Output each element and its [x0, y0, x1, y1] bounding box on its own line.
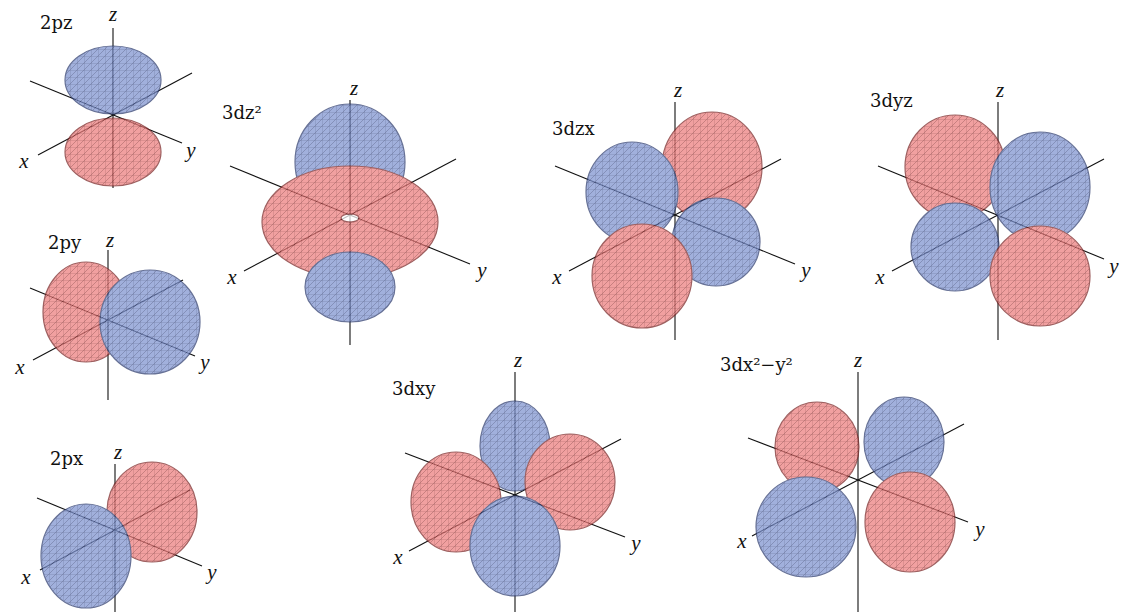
axis-label: y [477, 260, 486, 281]
axis-label: z [350, 78, 358, 99]
axis-label: x [552, 267, 561, 288]
axis-label: z [996, 80, 1004, 101]
axis-label: x [227, 267, 236, 288]
axis-label: y [631, 533, 640, 554]
axis-label: z [106, 230, 114, 251]
orbital-name: 3dxy [392, 380, 435, 398]
orbital-name: 2py [48, 234, 81, 252]
axis-label: x [15, 357, 24, 378]
axis-label: y [207, 562, 216, 583]
axis-label: y [1109, 256, 1118, 277]
axis-label: z [109, 4, 117, 25]
axis-label: z [674, 80, 682, 101]
orbital-name: 2pz [40, 14, 72, 32]
axis-label: y [186, 140, 195, 161]
orbital-name: 3dz² [222, 104, 262, 122]
axis-label: x [21, 567, 30, 588]
axis-label: x [875, 267, 884, 288]
axis-label: x [737, 531, 746, 552]
axis-label: z [514, 350, 522, 371]
axis-label: y [801, 260, 810, 281]
axis-label: z [114, 442, 122, 463]
orbital-name: 3dzx [552, 120, 595, 138]
axis-label: x [393, 547, 402, 568]
orbital-name: 3dyz [870, 92, 913, 110]
orbital-name: 2px [50, 450, 83, 468]
axis-label: z [854, 350, 862, 371]
axis-label: y [200, 352, 209, 373]
orbital-name: 3dx²−y² [720, 356, 793, 374]
axis-label: y [975, 519, 984, 540]
axis-label: x [19, 151, 28, 172]
